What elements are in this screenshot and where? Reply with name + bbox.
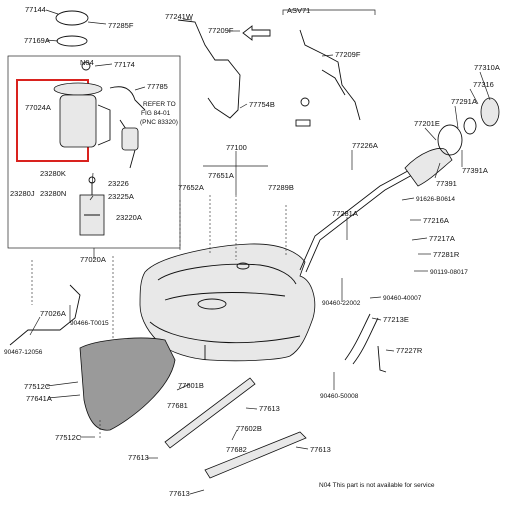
- label-77226A: 77226A: [352, 141, 378, 150]
- retainer-ring: [55, 10, 89, 26]
- label-77310A: 77310A: [474, 63, 500, 72]
- label-91626: 91626-B0614: [416, 196, 455, 203]
- label-90460-50008: 90460-50008: [320, 393, 359, 400]
- label-77613-b: 77613: [310, 445, 331, 454]
- label-23220A: 23220A: [116, 213, 142, 222]
- label-77785: 77785: [147, 82, 168, 91]
- fuel-tank: [139, 243, 316, 362]
- label-77391A: 77391A: [462, 166, 488, 175]
- label-77174: 77174: [114, 60, 135, 69]
- label-77241W: 77241W: [165, 12, 194, 21]
- label-77681: 77681: [167, 401, 188, 410]
- label-77682: 77682: [226, 445, 247, 454]
- label-77652A: 77652A: [178, 183, 204, 192]
- label-90460-22002: 90460-22002: [322, 300, 361, 307]
- label-77391: 77391: [436, 179, 457, 188]
- tank-gasket: [56, 35, 88, 47]
- variant-label: ASV71: [287, 6, 310, 15]
- label-77144: 77144: [25, 5, 46, 14]
- filler-hose: [344, 313, 371, 361]
- filler-cap-ring: [437, 124, 463, 156]
- breather-hose: [377, 345, 387, 373]
- reference-lines: [31, 195, 287, 440]
- filler-cap: [480, 97, 500, 127]
- label-77613-c: 77613: [128, 453, 149, 462]
- label-77316: 77316: [473, 80, 494, 89]
- label-77217A: 77217A: [429, 234, 455, 243]
- label-77020A: 77020A: [80, 255, 106, 264]
- label-77213E: 77213E: [383, 315, 409, 324]
- label-77100: 77100: [226, 143, 247, 152]
- label-77281R: 77281R: [433, 250, 460, 259]
- label-23280N: 23280N: [40, 189, 66, 198]
- refer-line-3: (PNC 83320): [140, 119, 178, 126]
- label-N04: N04: [80, 58, 94, 67]
- label-77281A: 77281A: [332, 209, 358, 218]
- breather-tube: [299, 159, 429, 271]
- pump-hose: [109, 86, 146, 169]
- variant-bracket: [282, 9, 376, 15]
- label-77024A: 77024A: [25, 103, 51, 112]
- label-23226: 23226: [108, 179, 129, 188]
- label-90460-40007: 90460-40007: [383, 295, 422, 302]
- direction-arrow-icon: [242, 25, 271, 41]
- label-77026A: 77026A: [40, 309, 66, 318]
- label-77201E: 77201E: [414, 119, 440, 128]
- part-labels: 77144 77285F 77169A 77241W 77209F ASV71 …: [4, 5, 500, 498]
- label-77512C-b: 77512C: [55, 433, 82, 442]
- fuel-pump: [53, 61, 111, 148]
- label-77613-d: 77613: [169, 489, 190, 498]
- label-23280K: 23280K: [40, 169, 66, 178]
- tank-protector: [79, 337, 176, 431]
- filler-pipe: [404, 148, 453, 187]
- label-77209F-a: 77209F: [208, 26, 234, 35]
- vapor-tube-alt: [299, 29, 361, 121]
- label-77227R: 77227R: [396, 346, 423, 355]
- label-77291A: 77291A: [451, 97, 477, 106]
- label-23280J: 23280J: [10, 189, 35, 198]
- leader-lines: [29, 9, 491, 495]
- service-note: N04 This part is not available for servi…: [319, 482, 435, 489]
- label-77289B: 77289B: [268, 183, 294, 192]
- sender-gauge: [79, 176, 105, 236]
- label-77285F: 77285F: [108, 21, 134, 30]
- label-90119: 90119-08017: [430, 269, 468, 276]
- refer-line-1: REFER TO: [143, 101, 176, 108]
- label-23225A: 23225A: [108, 192, 134, 201]
- label-77641A: 77641A: [26, 394, 52, 403]
- tube-left: [9, 284, 81, 346]
- label-90467: 90467-12056: [4, 349, 43, 356]
- label-77651A: 77651A: [208, 171, 234, 180]
- tank-band-rear: [204, 431, 307, 479]
- label-77601B: 77601B: [178, 381, 204, 390]
- label-77602B: 77602B: [236, 424, 262, 433]
- label-77512C-a: 77512C: [24, 382, 51, 391]
- label-77216A: 77216A: [423, 216, 449, 225]
- refer-line-2: FIG 84-01: [141, 110, 171, 117]
- label-77613-a: 77613: [259, 404, 280, 413]
- vapor-tube: [177, 19, 241, 119]
- label-77169A: 77169A: [24, 36, 50, 45]
- label-77209F-b: 77209F: [335, 50, 361, 59]
- label-90466: 90466-T0015: [70, 320, 109, 327]
- label-77754B: 77754B: [249, 100, 275, 109]
- tank-band-front: [164, 377, 256, 449]
